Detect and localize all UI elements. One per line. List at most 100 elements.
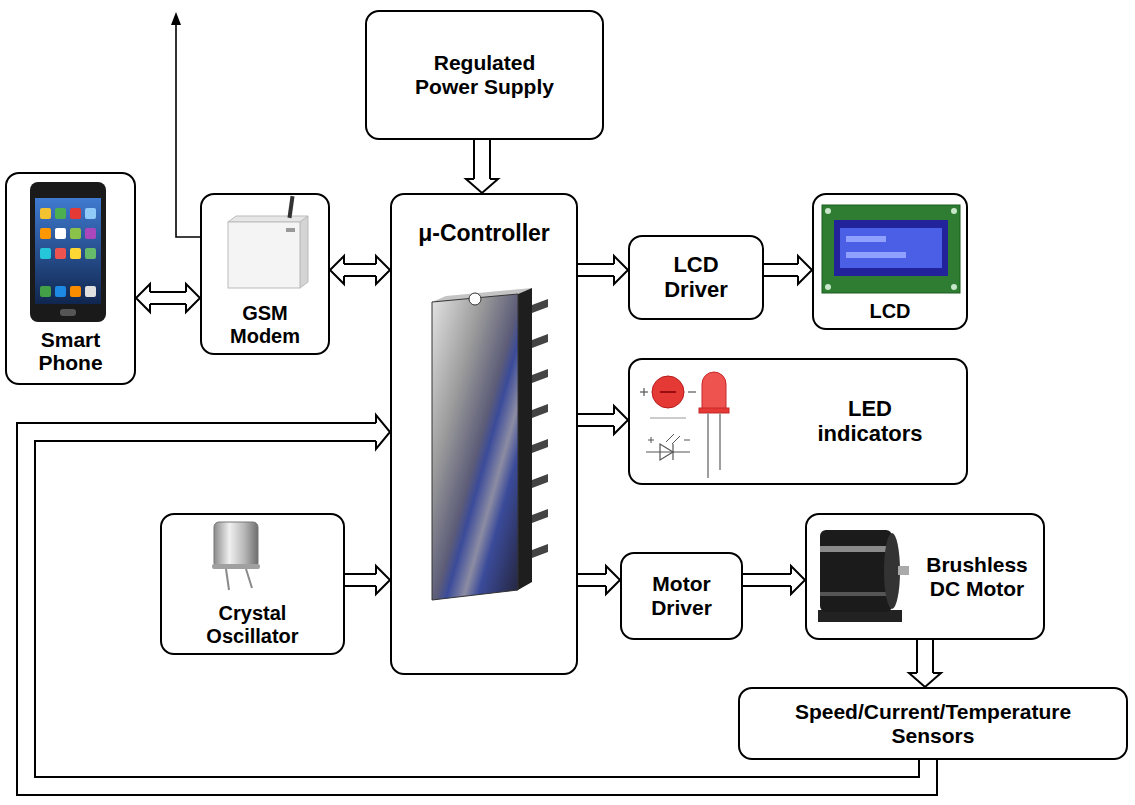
led-picture: [672, 436, 680, 444]
block-label: LCD Driver: [646, 253, 746, 302]
arrow-shaft: [918, 640, 932, 673]
arrow-shaft: [578, 573, 606, 587]
led-picture: [652, 376, 684, 408]
phone-picture: [60, 309, 76, 316]
arrow-head: [466, 179, 498, 193]
arrow-shaft: [344, 265, 376, 275]
arrow-shaft: [473, 140, 491, 179]
modem-picture: [286, 228, 295, 232]
lcd-picture: [825, 208, 831, 214]
phone-picture: [85, 208, 96, 219]
led-picture: [707, 413, 709, 478]
led-picture: [684, 440, 690, 441]
arrow-shaft: [578, 575, 606, 585]
arrow-shaft: [578, 415, 614, 425]
block-box: Regulated Power Supply: [365, 10, 604, 140]
modem-picture: [287, 196, 294, 218]
phone-picture: [40, 208, 51, 219]
crystal-picture: [246, 569, 252, 588]
signal-arrow: [136, 284, 200, 312]
chip-picture: [432, 294, 518, 600]
motor-picture: [818, 530, 909, 622]
phone-picture: [35, 198, 101, 304]
block-box: Brushless DC Motor: [805, 513, 1045, 640]
block-label: LED indicators: [810, 397, 930, 446]
phone-picture: [40, 286, 51, 297]
block-label: Smart Phone: [16, 328, 126, 375]
chip-picture: [532, 509, 548, 523]
led-picture: [646, 451, 690, 452]
chip-picture: [532, 369, 548, 383]
phone-picture: [85, 248, 96, 259]
chip-picture: [532, 334, 548, 348]
arrow-shaft: [743, 573, 791, 587]
modem-picture: [300, 216, 308, 288]
phone-picture: [70, 228, 81, 239]
phone-picture: [70, 286, 81, 297]
block-label: Motor Driver: [632, 572, 732, 619]
chip-picture: [532, 544, 548, 558]
led-picture: [688, 391, 696, 392]
phone-picture: [40, 228, 51, 239]
led-picture: [672, 444, 673, 460]
chip-picture: [532, 474, 548, 488]
arrow-shaft: [578, 413, 614, 427]
block-box: μ-Controller: [390, 193, 578, 675]
crystal-picture: [212, 564, 260, 569]
phone-picture: [55, 208, 66, 219]
antenna-arrow: [176, 24, 200, 237]
lcd-picture: [951, 284, 957, 290]
arrow-head: [136, 284, 150, 312]
arrow-head: [614, 256, 628, 284]
phone-picture: [70, 248, 81, 259]
arrow-shaft: [578, 265, 614, 275]
arrow-shaft: [150, 291, 186, 305]
block-label: Regulated Power Supply: [405, 51, 565, 98]
signal-arrow: [330, 256, 390, 284]
motor-picture: [820, 592, 892, 596]
antenna-arrow: [171, 12, 200, 237]
modem-picture: [228, 196, 308, 288]
arrow-shaft: [150, 293, 186, 303]
signal-arrow: [578, 256, 628, 284]
chip-picture: [432, 288, 548, 600]
led-picture: [650, 418, 686, 419]
chip-picture: [518, 288, 532, 590]
block-box: GSM Modem: [200, 193, 330, 355]
modem-picture: [228, 222, 300, 288]
lcd-picture: [840, 228, 942, 268]
led-picture: [666, 434, 674, 442]
antenna-arrow: [171, 12, 181, 25]
block-label: Speed/Current/Temperature Sensors: [768, 700, 1098, 747]
led-picture: [699, 408, 729, 413]
block-box: Speed/Current/Temperature Sensors: [738, 687, 1128, 760]
motor-picture: [820, 546, 892, 552]
phone-picture: [55, 228, 66, 239]
arrow-shaft: [916, 640, 934, 673]
arrow-head: [376, 415, 390, 449]
signal-arrow: [578, 566, 620, 594]
motor-picture: [898, 566, 909, 575]
signal-arrow: [345, 566, 390, 594]
led-picture: [643, 388, 644, 396]
arrow-head: [909, 673, 941, 687]
led-picture: [702, 372, 726, 410]
arrow-head: [376, 256, 390, 284]
led-picture: [660, 391, 676, 393]
signal-arrow: [743, 566, 805, 594]
block-label: LCD: [869, 300, 910, 322]
phone-picture: [55, 248, 66, 259]
lcd-picture: [846, 252, 906, 258]
signal-arrow: [466, 140, 498, 193]
arrow-shaft: [345, 573, 376, 587]
arrow-shaft: [578, 263, 614, 277]
lcd-picture: [825, 284, 831, 290]
phone-picture: [70, 208, 81, 219]
chip-picture: [532, 439, 548, 453]
led-picture: [651, 437, 652, 443]
arrow-shaft: [764, 263, 798, 277]
